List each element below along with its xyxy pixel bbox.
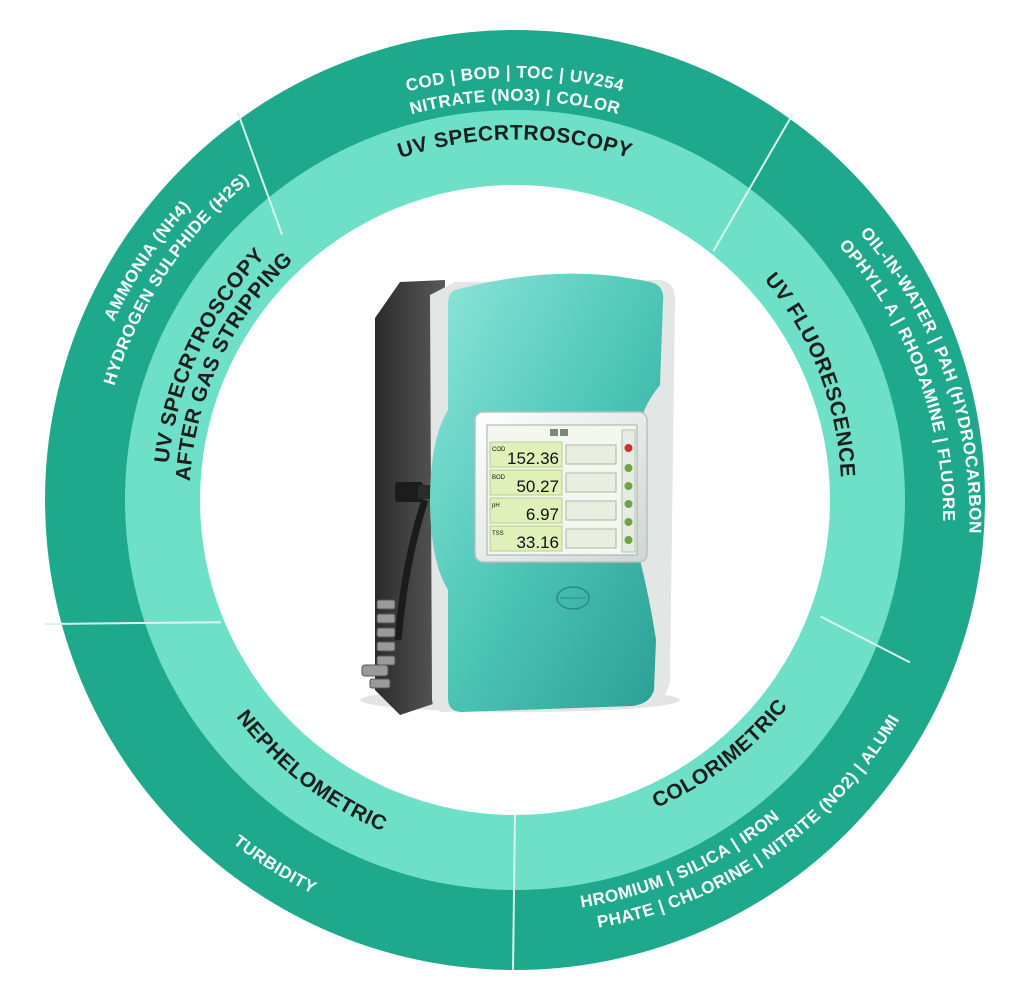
reading-value: 152.36	[507, 449, 559, 468]
reading-row: COD 152.36	[489, 441, 617, 468]
screen-side-buttons	[621, 429, 636, 553]
alarm-icon	[624, 444, 633, 452]
tube-connectors	[361, 599, 396, 689]
segment-dividers	[44, 112, 911, 971]
reading-value: 33.16	[516, 533, 559, 552]
reading-label: pH	[492, 503, 500, 509]
reading-label: COD	[492, 447, 506, 453]
reading-value: 50.27	[516, 477, 559, 496]
status-dot-icon	[624, 536, 633, 544]
mounting-bracket	[395, 482, 423, 502]
reading-label: TSS	[492, 531, 504, 537]
status-dot-icon	[624, 464, 633, 472]
device-cable	[394, 498, 429, 641]
status-dot-icon	[624, 500, 633, 508]
status-icon	[550, 429, 558, 436]
analyzer-device: COD 152.36 BOD 50.27 pH 6.97 TSS 33.16	[360, 273, 680, 715]
brand-logo	[556, 586, 590, 610]
status-dot-icon	[624, 518, 633, 526]
reading-label: BOD	[492, 475, 506, 481]
reading-row: TSS 33.16	[489, 525, 617, 552]
status-icon	[560, 429, 568, 436]
reading-value: 6.97	[526, 505, 559, 524]
reading-row: pH 6.97	[489, 497, 617, 524]
status-dot-icon	[624, 482, 633, 490]
reading-row: BOD 50.27	[489, 469, 617, 496]
